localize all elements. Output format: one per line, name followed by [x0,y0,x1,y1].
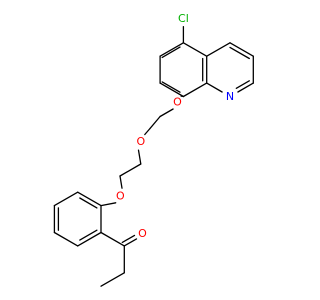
bond [79,197,98,209]
bond [182,42,208,57]
bond [161,46,181,59]
bond [77,191,102,207]
bond [159,42,185,57]
molecule-diagram: Cl N O O O O [53,11,254,287]
bond [119,175,123,189]
bond [229,42,254,57]
bond [206,42,231,57]
bond [119,163,142,177]
bonds [53,26,254,287]
middle-ether-oxygen-label: O [136,135,145,148]
molecule-structure: Cl N O O O O [53,12,254,287]
bond [100,272,125,287]
bond [53,191,79,207]
bond [100,231,125,247]
bond [159,82,185,98]
carbonyl-oxygen-label: O [138,227,147,240]
chlorine-atom-label: Cl [178,12,189,25]
bond [144,127,151,136]
bond [206,82,223,93]
bond [237,82,254,93]
bond [161,81,181,93]
atom-labels: Cl N O O O O [116,12,234,240]
bond [182,82,208,98]
bond [79,229,98,241]
bond [53,231,79,247]
nitrogen-atom-label: N [226,90,234,103]
bond [123,238,138,247]
bond [121,234,136,244]
bond [137,149,142,165]
bond [229,46,250,60]
phenyl-ether-oxygen-label: O [116,190,125,203]
bond [149,115,161,130]
bond [159,108,174,118]
quinoline-ether-oxygen-label: O [173,96,182,109]
bond [100,202,117,207]
bond [77,231,102,247]
bond [235,80,250,89]
